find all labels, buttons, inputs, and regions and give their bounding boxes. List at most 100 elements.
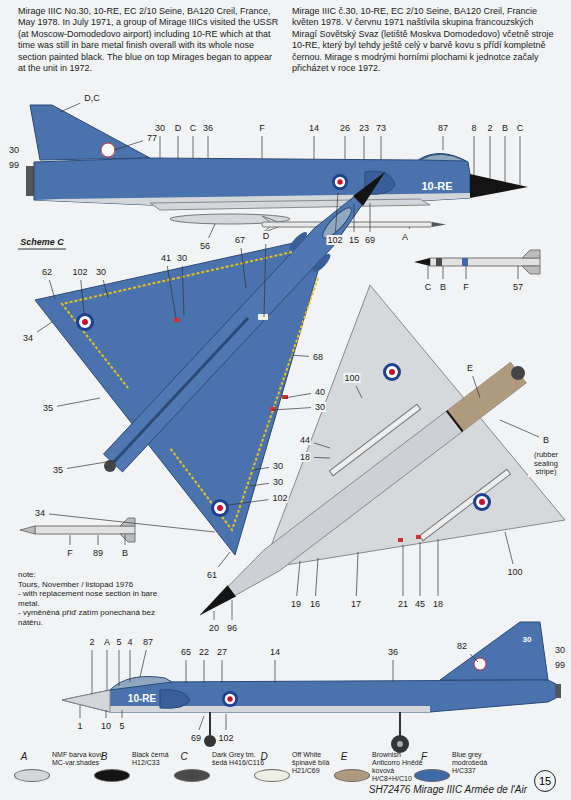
fuselage-under bbox=[200, 362, 526, 615]
callout-number: 36 bbox=[202, 123, 214, 133]
callout-number: 68 bbox=[312, 352, 324, 362]
marking bbox=[282, 395, 288, 399]
callout-number: 1 bbox=[76, 721, 83, 731]
legend-text: Blue grey modrošedá H/C337 bbox=[452, 751, 506, 775]
note-text: - with replacement nose section in bare … bbox=[18, 589, 158, 608]
callout-number: 14 bbox=[308, 123, 320, 133]
callout-number: 61 bbox=[206, 570, 218, 580]
leader-line bbox=[140, 650, 146, 677]
fin-top bbox=[113, 318, 248, 463]
callout-number: 30 bbox=[95, 267, 107, 277]
legend-text: Black černá H12/C33 bbox=[132, 751, 186, 767]
callout-number: 73 bbox=[375, 123, 387, 133]
roundel bbox=[211, 499, 229, 517]
colour-swatch bbox=[254, 769, 290, 782]
leader-line bbox=[500, 420, 539, 437]
leader-line bbox=[284, 394, 311, 399]
callout-number: 18 bbox=[432, 599, 444, 609]
leader-line bbox=[182, 266, 184, 316]
note-text: note: bbox=[18, 570, 158, 580]
wheel bbox=[391, 735, 409, 753]
nose-cone bbox=[62, 690, 110, 712]
leader-line bbox=[473, 376, 480, 398]
leader-line bbox=[336, 192, 339, 232]
leader-line bbox=[204, 660, 205, 683]
leader-line bbox=[81, 280, 84, 314]
leader-line bbox=[232, 600, 233, 620]
leader-line bbox=[252, 467, 269, 470]
callout-number: 14 bbox=[269, 647, 281, 657]
scheme-label: Scheme C bbox=[20, 237, 64, 247]
leader-line bbox=[520, 136, 521, 185]
colour-letter: A bbox=[21, 751, 28, 762]
leader-line bbox=[420, 542, 421, 596]
leader-line bbox=[103, 280, 108, 298]
colour-swatch bbox=[334, 769, 370, 782]
aircraft-code: 10-RE bbox=[421, 181, 452, 192]
canopy bbox=[420, 154, 466, 161]
marking bbox=[174, 318, 180, 322]
callout-number: 102 bbox=[326, 235, 343, 245]
leader-line bbox=[60, 103, 80, 112]
scheme-rule bbox=[18, 249, 66, 250]
leader-line bbox=[314, 457, 330, 459]
callout-number: C bbox=[424, 282, 433, 292]
callout-number: 65 bbox=[180, 647, 192, 657]
leader-line bbox=[356, 386, 362, 398]
missile bbox=[430, 258, 540, 266]
note-text: Tours, November / listopad 1976 bbox=[18, 580, 158, 590]
leader-line bbox=[57, 398, 100, 406]
marking bbox=[258, 314, 268, 320]
callout-number: 87 bbox=[437, 123, 449, 133]
aircraft-code: 10-RE bbox=[128, 694, 156, 704]
callout-number: 5 bbox=[115, 637, 122, 647]
leader-line bbox=[208, 136, 209, 158]
leader-line bbox=[107, 650, 108, 691]
leader-line bbox=[409, 227, 410, 229]
marking bbox=[270, 407, 276, 411]
callout-number: F bbox=[66, 548, 74, 558]
callout-number: F bbox=[462, 282, 470, 292]
callout-number: 96 bbox=[226, 623, 238, 633]
callout-number: 15 bbox=[348, 235, 360, 245]
leader-line bbox=[199, 716, 204, 730]
missile bbox=[35, 526, 135, 534]
fin-emblem bbox=[101, 143, 115, 157]
colour-letter: C bbox=[180, 751, 187, 762]
leader-line bbox=[345, 136, 346, 159]
callout-number: 30 bbox=[272, 461, 284, 471]
callout-number: 19 bbox=[290, 599, 302, 609]
callout-number: B bbox=[121, 548, 129, 558]
colour-swatch bbox=[94, 769, 130, 782]
missile-fins bbox=[522, 250, 540, 274]
callout-number: 5 bbox=[118, 721, 125, 731]
leader-line bbox=[80, 705, 81, 718]
main-gear bbox=[399, 712, 401, 736]
callout-number: 26 bbox=[339, 123, 351, 133]
leader-line bbox=[314, 136, 315, 159]
roundel bbox=[383, 363, 401, 381]
leader-line bbox=[167, 266, 176, 318]
colour-letter: E bbox=[341, 751, 348, 762]
leader-line bbox=[218, 552, 230, 567]
page-number: 15 bbox=[534, 770, 556, 792]
leader-line bbox=[264, 244, 266, 317]
roundel bbox=[222, 691, 238, 707]
leader-line bbox=[474, 136, 475, 175]
callout-number: D bbox=[174, 123, 183, 133]
leader-line bbox=[250, 483, 269, 486]
leader-line bbox=[297, 561, 300, 596]
leader-line bbox=[490, 136, 491, 179]
callout-number: C bbox=[189, 123, 198, 133]
leader-line bbox=[314, 443, 330, 448]
callout-number: 62 bbox=[41, 267, 53, 277]
callout-number: A bbox=[401, 232, 409, 242]
leader-line bbox=[122, 710, 123, 718]
nose-gear bbox=[209, 712, 211, 735]
callout-number: 57 bbox=[512, 282, 524, 292]
underside bbox=[110, 706, 430, 712]
leader-line bbox=[228, 500, 269, 505]
colour-swatch bbox=[414, 769, 450, 782]
callout-number: 17 bbox=[350, 599, 362, 609]
